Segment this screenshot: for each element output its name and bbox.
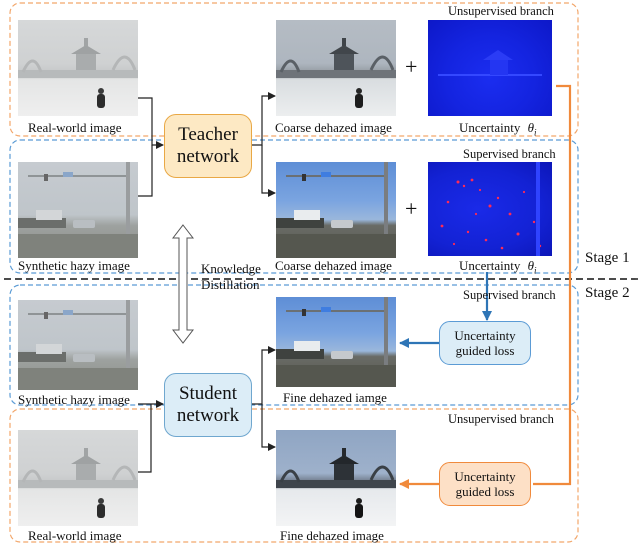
student-network-box: Student network bbox=[164, 373, 252, 437]
knowledge-distillation-line1: Knowledge bbox=[201, 261, 261, 276]
synthetic-hazy-image-1 bbox=[18, 162, 138, 258]
pagoda-scene-icon bbox=[18, 38, 138, 108]
knowledge-distillation-arrow bbox=[171, 224, 195, 344]
plus-sign-1: + bbox=[405, 54, 418, 79]
label-coarse-dehazed-image-2: Coarse dehazed image bbox=[275, 258, 392, 273]
fine-dehazed-image-1 bbox=[276, 297, 396, 387]
unsupervised-loss-box: Uncertainty guided loss bbox=[439, 462, 531, 506]
connector-real-to-student bbox=[138, 404, 152, 473]
branch-label-supervised-top: Supervised branch bbox=[463, 147, 556, 161]
unsupervised-loss-line1: Uncertainty bbox=[454, 469, 516, 484]
supervised-branch-box-bottom bbox=[9, 284, 579, 406]
stage-2-label: Stage 2 bbox=[585, 285, 630, 301]
pagoda-scene-dehazed-icon bbox=[276, 38, 396, 108]
supervised-loss-line2: guided loss bbox=[455, 343, 515, 358]
pagoda-scene-icon-2 bbox=[18, 448, 138, 518]
unsupervised-branch-box-top bbox=[9, 2, 579, 137]
supervised-loss-label: Uncertainty guided loss bbox=[454, 328, 515, 358]
teacher-network-line2: network bbox=[176, 146, 240, 167]
supervised-loss-box: Uncertainty guided loss bbox=[439, 321, 531, 365]
student-network-label: Student network bbox=[177, 383, 239, 427]
connector-student-to-fine-top bbox=[252, 346, 276, 405]
branch-label-unsupervised-top: Unsupervised branch bbox=[448, 4, 554, 18]
branch-label-supervised-bottom: Supervised branch bbox=[463, 288, 556, 302]
knowledge-distillation-line2: Distillation bbox=[201, 277, 260, 292]
teacher-network-line1: Teacher bbox=[178, 124, 238, 145]
label-synthetic-hazy-image-1: Synthetic hazy image bbox=[18, 258, 130, 273]
coarse-dehazed-image-1 bbox=[276, 20, 396, 116]
theta-sub-1: i bbox=[534, 127, 537, 138]
street-scene-fine-icon bbox=[276, 297, 396, 387]
label-uncertainty-1-text: Uncertainty bbox=[459, 120, 521, 135]
label-coarse-dehazed-image-1: Coarse dehazed image bbox=[275, 120, 392, 135]
label-real-world-image-1: Real-world image bbox=[28, 120, 122, 135]
label-fine-dehazed-image-2: Fine dehazed image bbox=[280, 528, 384, 543]
stage-1-label: Stage 1 bbox=[585, 250, 630, 266]
coarse-dehazed-image-2 bbox=[276, 162, 396, 258]
connector-teacher-to-coarse-bottom bbox=[261, 145, 276, 197]
student-network-line1: Student bbox=[178, 383, 238, 404]
theta-symbol-2: θ bbox=[527, 258, 535, 273]
connector-synthetic-to-teacher bbox=[138, 145, 153, 197]
real-world-image-1 bbox=[18, 20, 138, 116]
unsupervised-loss-label: Uncertainty guided loss bbox=[454, 469, 515, 499]
connector-real-to-teacher bbox=[138, 97, 164, 149]
student-network-line2: network bbox=[176, 405, 240, 426]
theta-symbol-1: θ bbox=[527, 120, 535, 135]
uncertainty-map-2 bbox=[428, 162, 552, 256]
theta-sub-2: i bbox=[534, 265, 537, 276]
plus-sign-2: + bbox=[405, 196, 418, 221]
connector-student-to-fine-bottom bbox=[261, 404, 276, 451]
label-uncertainty-2: Uncertainty θi bbox=[459, 258, 537, 279]
knowledge-distillation-label: Knowledge Distillation bbox=[201, 261, 261, 293]
synthetic-hazy-image-2 bbox=[18, 300, 138, 390]
real-world-image-2 bbox=[18, 430, 138, 526]
fine-dehazed-image-2 bbox=[276, 430, 396, 526]
unsupervised-loss-line2: guided loss bbox=[455, 484, 515, 499]
teacher-network-box: Teacher network bbox=[164, 114, 252, 178]
uncertainty-map-1 bbox=[428, 20, 552, 116]
label-uncertainty-2-text: Uncertainty bbox=[459, 258, 521, 273]
label-synthetic-hazy-image-2: Synthetic hazy image bbox=[18, 392, 130, 407]
orange-uncertainty-path bbox=[533, 84, 572, 486]
teacher-network-label: Teacher network bbox=[177, 124, 239, 168]
branch-label-unsupervised-bottom: Unsupervised branch bbox=[448, 412, 554, 426]
label-fine-dehazed-image-1: Fine dehazed iamge bbox=[283, 390, 387, 405]
label-real-world-image-2: Real-world image bbox=[28, 528, 122, 543]
unsupervised-branch-box-bottom bbox=[9, 408, 579, 543]
label-uncertainty-1: Uncertainty θi bbox=[459, 120, 537, 141]
supervised-loss-line1: Uncertainty bbox=[454, 328, 516, 343]
street-scene-icon-2 bbox=[18, 300, 138, 390]
uncertainty-texture-icon-2 bbox=[440, 162, 542, 256]
supervised-branch-box-top bbox=[9, 139, 579, 274]
uncertainty-texture-icon bbox=[438, 50, 542, 76]
street-scene-dehazed-icon bbox=[276, 162, 396, 258]
connector-teacher-to-coarse-top bbox=[252, 92, 276, 146]
street-scene-icon bbox=[18, 162, 138, 258]
pagoda-scene-fine-icon bbox=[276, 448, 396, 518]
